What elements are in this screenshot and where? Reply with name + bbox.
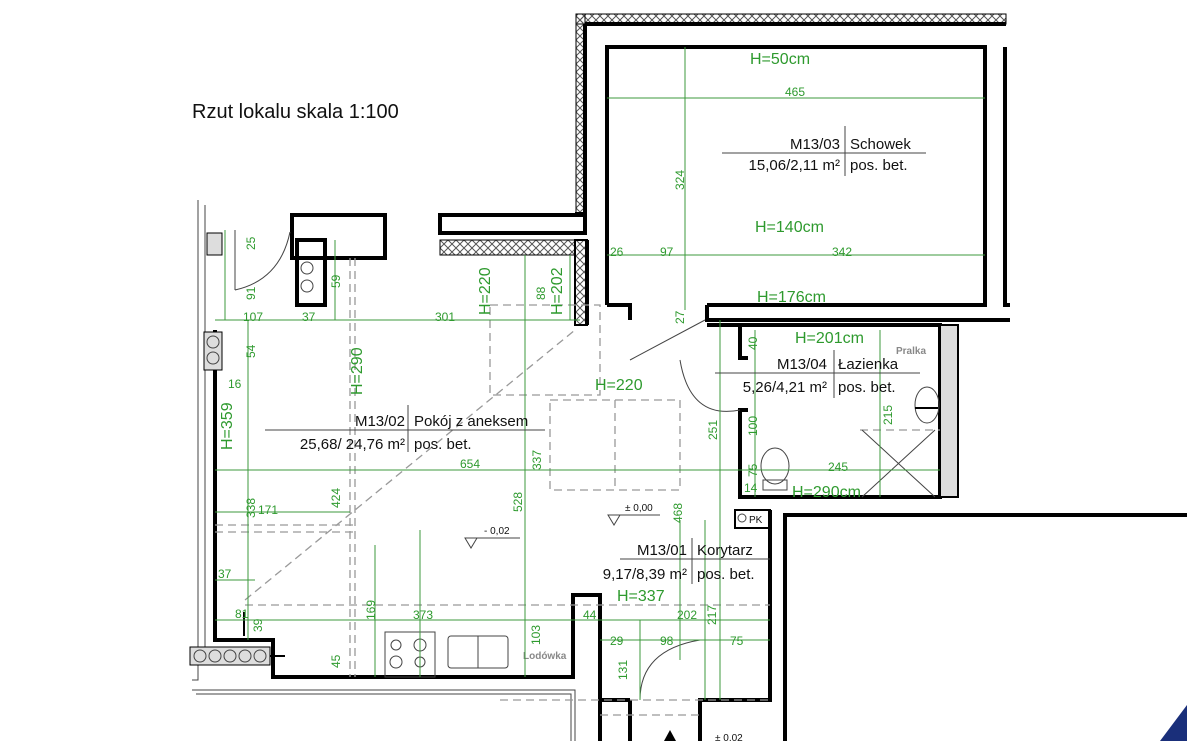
dim-label: 251	[706, 420, 720, 440]
level-markers: ± 0,00 - 0,02 ± 0,02	[464, 503, 743, 741]
dim-label: 324	[673, 170, 687, 190]
svg-text:9,17/8,39 m²: 9,17/8,39 m²	[603, 566, 687, 583]
dim-label: 91	[244, 286, 258, 300]
dim-label: 100	[746, 416, 760, 436]
dim-label: 26	[610, 245, 624, 259]
svg-text:pos. bet.: pos. bet.	[414, 436, 472, 453]
height-label: H=290cm	[792, 484, 861, 501]
height-label: H=201cm	[795, 330, 864, 347]
dim-label: 40	[746, 336, 760, 350]
dim-label: 37	[218, 567, 232, 581]
svg-text:pos. bet.: pos. bet.	[838, 379, 896, 396]
height-label: H=50cm	[750, 51, 810, 68]
height-label: H=220	[477, 267, 494, 315]
dim-label: 245	[828, 460, 848, 474]
dim-label: 342	[832, 245, 852, 259]
height-label: H=176cm	[757, 289, 826, 306]
height-label: H=359	[219, 402, 236, 450]
svg-text:15,06/2,11 m²: 15,06/2,11 m²	[749, 157, 840, 174]
room-label-lazienka: M13/04 Łazienka 5,26/4,21 m² pos. bet.	[715, 350, 920, 398]
dim-label: 215	[881, 405, 895, 425]
room-label-korytarz: M13/01 Korytarz 9,17/8,39 m² pos. bet.	[603, 538, 770, 584]
dim-label: 75	[730, 634, 744, 648]
dim-label: 169	[364, 600, 378, 620]
dim-label: 424	[329, 488, 343, 508]
walls	[192, 13, 1187, 741]
height-label: H=290	[349, 347, 366, 395]
dimension-labels: H=50cm 465 H=140cm H=176cm 26 97 342 324…	[218, 51, 895, 680]
svg-text:pos. bet.: pos. bet.	[850, 157, 908, 174]
dim-label: 98	[660, 634, 674, 648]
dim-label: 217	[705, 605, 719, 625]
level-label: - 0,02	[484, 526, 510, 537]
level-label: ± 0,00	[625, 503, 653, 514]
dim-label: 54	[244, 344, 258, 358]
dim-label: 171	[258, 503, 278, 517]
svg-text:5,26/4,21 m²: 5,26/4,21 m²	[743, 379, 827, 396]
height-label: H=337	[617, 588, 665, 605]
dim-label: 131	[616, 660, 630, 680]
dim-label: 528	[511, 492, 525, 512]
dim-label: 103	[529, 625, 543, 645]
dim-label: 16	[228, 377, 242, 391]
dim-label: 338	[244, 498, 258, 518]
level-label: ± 0,02	[715, 733, 743, 741]
svg-text:M13/04: M13/04	[777, 356, 827, 373]
dimension-lines	[215, 47, 985, 700]
height-label: H=202	[549, 267, 566, 315]
fridge-label: Lodówka	[523, 651, 567, 662]
svg-text:25,68/ 24,76 m²: 25,68/ 24,76 m²	[300, 436, 405, 453]
dim-label: 25	[244, 236, 258, 250]
svg-text:Korytarz: Korytarz	[697, 542, 753, 559]
dim-label: 37	[302, 310, 316, 324]
riser-symbols	[189, 232, 314, 666]
room-label-pokoj: M13/02 Pokój z aneksem 25,68/ 24,76 m² p…	[265, 405, 545, 453]
dim-label: 59	[329, 274, 343, 288]
dim-label: 337	[530, 450, 544, 470]
dim-label: 14	[744, 481, 758, 495]
dim-label: 373	[413, 608, 433, 622]
height-label: H=220	[595, 377, 643, 394]
dim-label: 39	[251, 618, 265, 632]
dim-label: 27	[673, 310, 687, 324]
svg-text:M13/02: M13/02	[355, 413, 405, 430]
dim-label: 75	[746, 463, 760, 477]
dim-label: 44	[583, 608, 597, 622]
svg-text:M13/01: M13/01	[637, 542, 687, 559]
svg-text:Łazienka: Łazienka	[838, 356, 899, 373]
pk-label: PK	[749, 515, 763, 526]
dim-label: 97	[660, 245, 674, 259]
corner-decoration	[1160, 705, 1187, 741]
dim-label: 45	[329, 654, 343, 668]
dim-label: 465	[785, 85, 805, 99]
dim-label: 88	[534, 286, 548, 300]
dim-label: 107	[243, 310, 263, 324]
plan-title: Rzut lokalu skala 1:100	[192, 101, 399, 123]
dim-label: 29	[610, 634, 624, 648]
dim-label: 81	[235, 607, 249, 621]
svg-text:Pokój z aneksem: Pokój z aneksem	[414, 413, 528, 430]
svg-text:M13/03: M13/03	[790, 136, 840, 153]
svg-text:Schowek: Schowek	[850, 136, 911, 153]
fixtures: PK Pralka Lodówka	[189, 230, 940, 716]
dim-label: 202	[677, 608, 697, 622]
svg-text:pos. bet.: pos. bet.	[697, 566, 755, 583]
height-label: H=140cm	[755, 219, 824, 236]
dim-label: 468	[671, 503, 685, 523]
dim-label: 301	[435, 310, 455, 324]
washer-label: Pralka	[896, 346, 926, 357]
room-label-schowek: M13/03 Schowek 15,06/2,11 m² pos. bet.	[722, 126, 926, 176]
dim-label: 654	[460, 457, 480, 471]
